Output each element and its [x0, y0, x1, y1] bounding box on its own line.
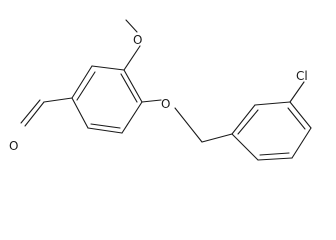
ch2-to-ring-bond — [201, 133, 233, 143]
chlorophenyl-ring — [231, 101, 312, 161]
benzaldehyde-ring — [71, 65, 143, 134]
molecule-structure: O O O Cl — [9, 19, 312, 161]
methoxy-methyl-bond — [125, 19, 138, 33]
aldehyde-carbon-bond — [43, 97, 73, 103]
chlorine-bond — [289, 81, 305, 103]
aldehyde-double-bond-b — [20, 99, 41, 124]
methoxy-oxygen-label: O — [133, 33, 142, 47]
ether-oxygen-label: O — [161, 97, 170, 111]
aldehyde-double-bond-a — [24, 101, 45, 127]
chlorine-label: Cl — [296, 69, 308, 83]
methoxy-oxygen-bond — [123, 45, 141, 71]
ether-to-ch2-bond — [174, 107, 203, 143]
aldehyde-oxygen-label: O — [9, 139, 18, 153]
ring-to-ether-bond — [141, 99, 162, 103]
